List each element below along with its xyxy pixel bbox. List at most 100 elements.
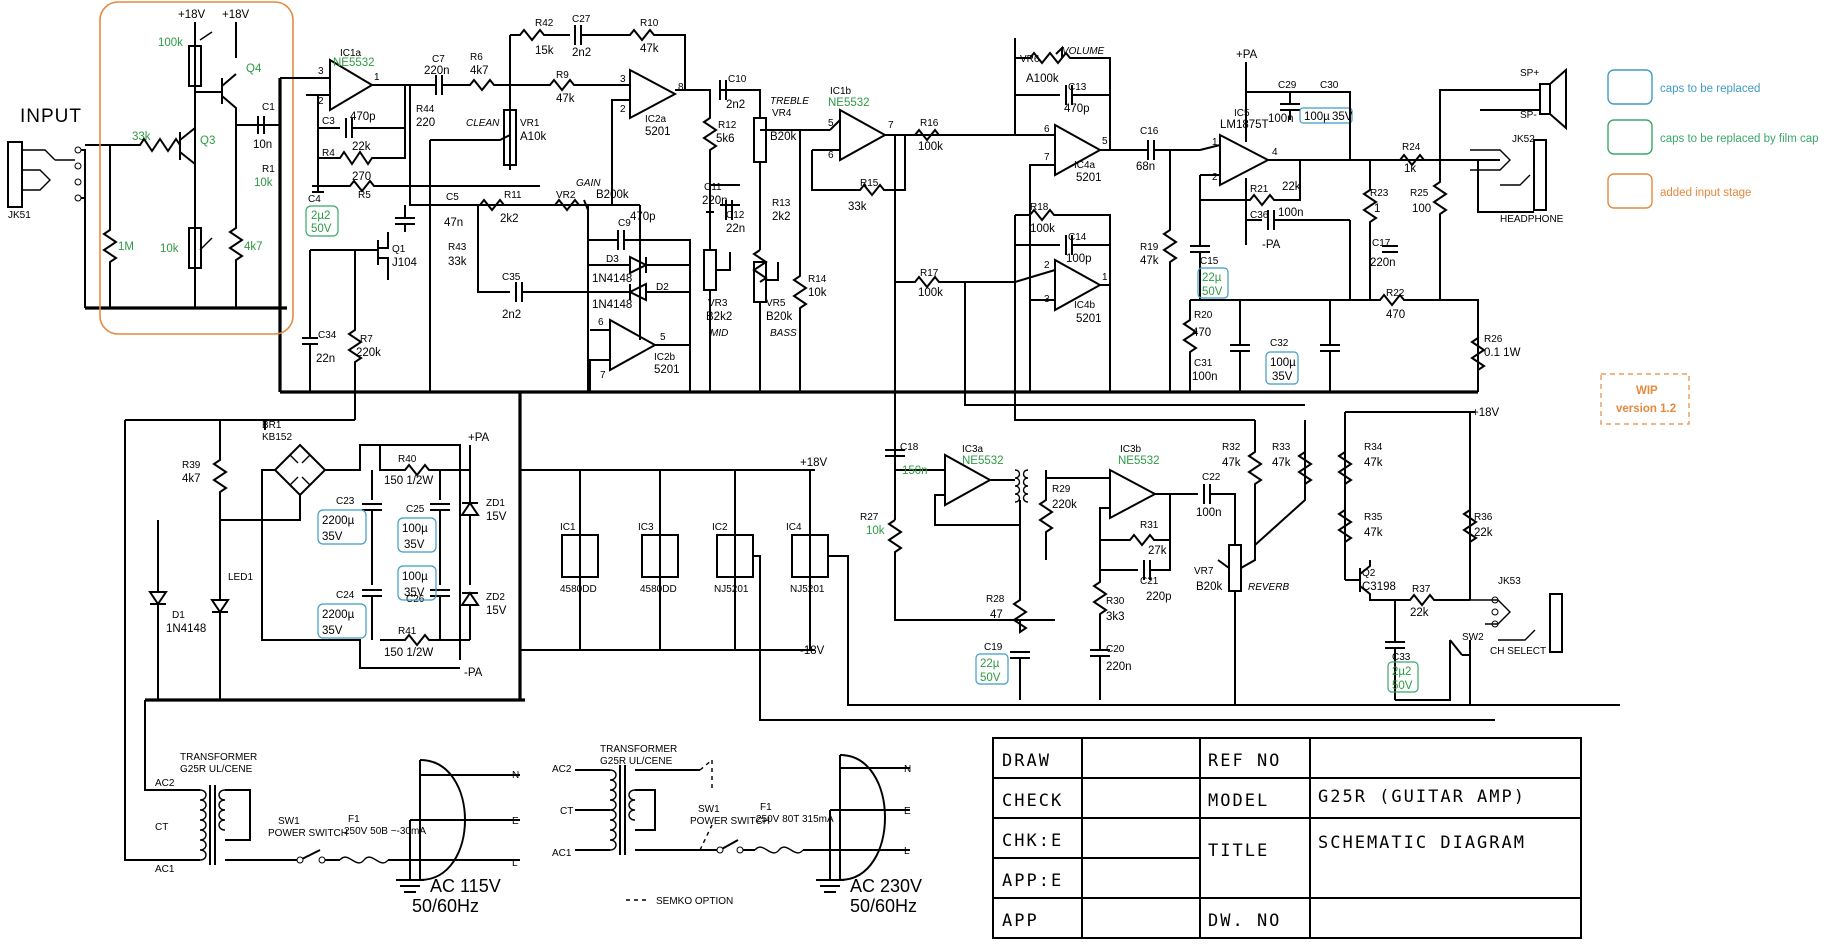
svg-text:1: 1 [1102, 272, 1108, 283]
svg-text:IC2b: IC2b [654, 352, 676, 363]
svg-text:R43: R43 [448, 242, 467, 253]
svg-text:270: 270 [352, 171, 371, 183]
svg-text:33k: 33k [132, 131, 151, 143]
svg-text:R26: R26 [1484, 334, 1503, 345]
svg-text:7: 7 [888, 120, 894, 131]
svg-text:7: 7 [1044, 152, 1050, 163]
svg-text:JK51: JK51 [8, 210, 31, 221]
svg-text:4k7: 4k7 [470, 65, 489, 77]
wip-version: version 1.2 [1616, 403, 1676, 415]
svg-text:2: 2 [1044, 260, 1050, 271]
svg-text:R24: R24 [1402, 142, 1421, 153]
svg-text:220n: 220n [1106, 661, 1132, 673]
svg-text:35V: 35V [322, 531, 343, 543]
svg-text:4: 4 [1272, 147, 1278, 158]
svg-text:-PA: -PA [1262, 239, 1281, 251]
svg-text:-18V: -18V [800, 645, 825, 657]
svg-text:G25R UL/CENE: G25R UL/CENE [180, 764, 253, 775]
svg-text:D3: D3 [606, 254, 619, 265]
svg-text:470: 470 [1192, 327, 1211, 339]
svg-text:10k: 10k [866, 525, 885, 537]
svg-text:22k: 22k [1282, 181, 1301, 193]
svg-text:R15: R15 [860, 178, 879, 189]
svg-text:-PA: -PA [464, 667, 483, 679]
svg-text:SEMKO OPTION: SEMKO OPTION [656, 896, 733, 907]
svg-text:100n: 100n [1268, 113, 1294, 125]
channel-select: +18V R34 47k R35 47k R36 22k Q2 C3198 R3… [1337, 407, 1563, 705]
svg-text:C36: C36 [1250, 210, 1269, 221]
tb-check: CHECK [1002, 791, 1063, 811]
svg-text:22k: 22k [1410, 607, 1429, 619]
svg-text:50V: 50V [311, 223, 332, 235]
svg-text:IC2: IC2 [712, 522, 728, 533]
svg-text:Q3: Q3 [200, 135, 215, 147]
svg-text:JK53: JK53 [1498, 576, 1521, 587]
svg-text:A100k: A100k [1026, 73, 1059, 85]
svg-text:220n: 220n [424, 65, 450, 77]
svg-text:2µ2: 2µ2 [1392, 666, 1411, 678]
svg-text:470: 470 [1386, 309, 1405, 321]
svg-text:AC 115V: AC 115V [430, 876, 501, 896]
svg-text:1: 1 [1212, 137, 1218, 148]
svg-text:1: 1 [1374, 203, 1380, 215]
svg-text:47k: 47k [556, 93, 575, 105]
tone-stack: C10 2n2 TREBLE VR4 B20k R12 5k6 C11 220n… [685, 74, 830, 392]
svg-text:100k: 100k [918, 287, 943, 299]
svg-text:35V: 35V [404, 587, 425, 599]
svg-text:JK52: JK52 [1512, 134, 1535, 145]
svg-text:MID: MID [710, 328, 728, 339]
svg-text:22k: 22k [1474, 527, 1493, 539]
tb-app: APP [1002, 911, 1039, 931]
svg-text:470p: 470p [350, 111, 376, 123]
svg-text:VR1: VR1 [520, 118, 540, 129]
svg-text:C13: C13 [1068, 82, 1087, 93]
svg-text:2k2: 2k2 [772, 211, 791, 223]
svg-text:NJ5201: NJ5201 [790, 584, 825, 595]
svg-text:B20k: B20k [766, 311, 792, 323]
svg-text:VR3: VR3 [708, 298, 728, 309]
svg-text:27k: 27k [1148, 545, 1167, 557]
svg-text:33k: 33k [448, 256, 467, 268]
svg-text:68n: 68n [1136, 161, 1155, 173]
svg-text:B20k: B20k [770, 131, 796, 143]
svg-text:KB152: KB152 [262, 432, 292, 443]
svg-text:2: 2 [318, 96, 324, 107]
svg-text:NE5532: NE5532 [1118, 455, 1160, 467]
svg-text:C12: C12 [726, 210, 745, 221]
svg-text:15V: 15V [486, 605, 507, 617]
svg-text:C33: C33 [1392, 652, 1411, 663]
svg-text:BR1: BR1 [262, 420, 282, 431]
svg-text:B20k: B20k [1196, 581, 1222, 593]
tb-app-e: APP:E [1002, 871, 1063, 891]
svg-text:TRANSFORMER: TRANSFORMER [600, 744, 677, 755]
svg-text:R33: R33 [1272, 442, 1291, 453]
power-amp: C16 68n IC5 LM1875T 124 +PA C29 100n C30… [1110, 49, 1567, 392]
svg-text:C7: C7 [432, 54, 445, 65]
svg-text:R17: R17 [920, 268, 939, 279]
svg-text:R39: R39 [182, 460, 201, 471]
svg-text:5: 5 [828, 118, 834, 129]
tb-dw-no: DW. NO [1208, 911, 1281, 931]
svg-text:IC3b: IC3b [1120, 444, 1142, 455]
ic3a-opamp [944, 453, 993, 507]
svg-text:4k7: 4k7 [244, 241, 263, 253]
svg-text:R18: R18 [1030, 202, 1049, 213]
svg-text:47k: 47k [1272, 457, 1291, 469]
mains-section: TRANSFORMER G25R UL/CENE AC2 CT AC1 SW1 … [124, 700, 922, 916]
svg-text:NE5532: NE5532 [962, 455, 1004, 467]
svg-text:+18V: +18V [800, 457, 828, 469]
svg-text:R36: R36 [1474, 512, 1493, 523]
input-jack-body[interactable] [7, 141, 23, 208]
svg-text:GAIN: GAIN [576, 178, 601, 189]
svg-text:3k3: 3k3 [1106, 611, 1125, 623]
svg-text:1N4148: 1N4148 [592, 299, 632, 311]
svg-text:SP+: SP+ [1520, 68, 1539, 79]
svg-text:+PA: +PA [1236, 49, 1258, 61]
svg-text:R31: R31 [1140, 520, 1159, 531]
svg-text:IC1b: IC1b [830, 86, 852, 97]
svg-text:VOLUME: VOLUME [1062, 46, 1105, 57]
svg-text:N: N [512, 770, 519, 781]
svg-text:R10: R10 [640, 18, 659, 29]
svg-text:22n: 22n [726, 223, 745, 235]
svg-text:5201: 5201 [654, 364, 680, 376]
